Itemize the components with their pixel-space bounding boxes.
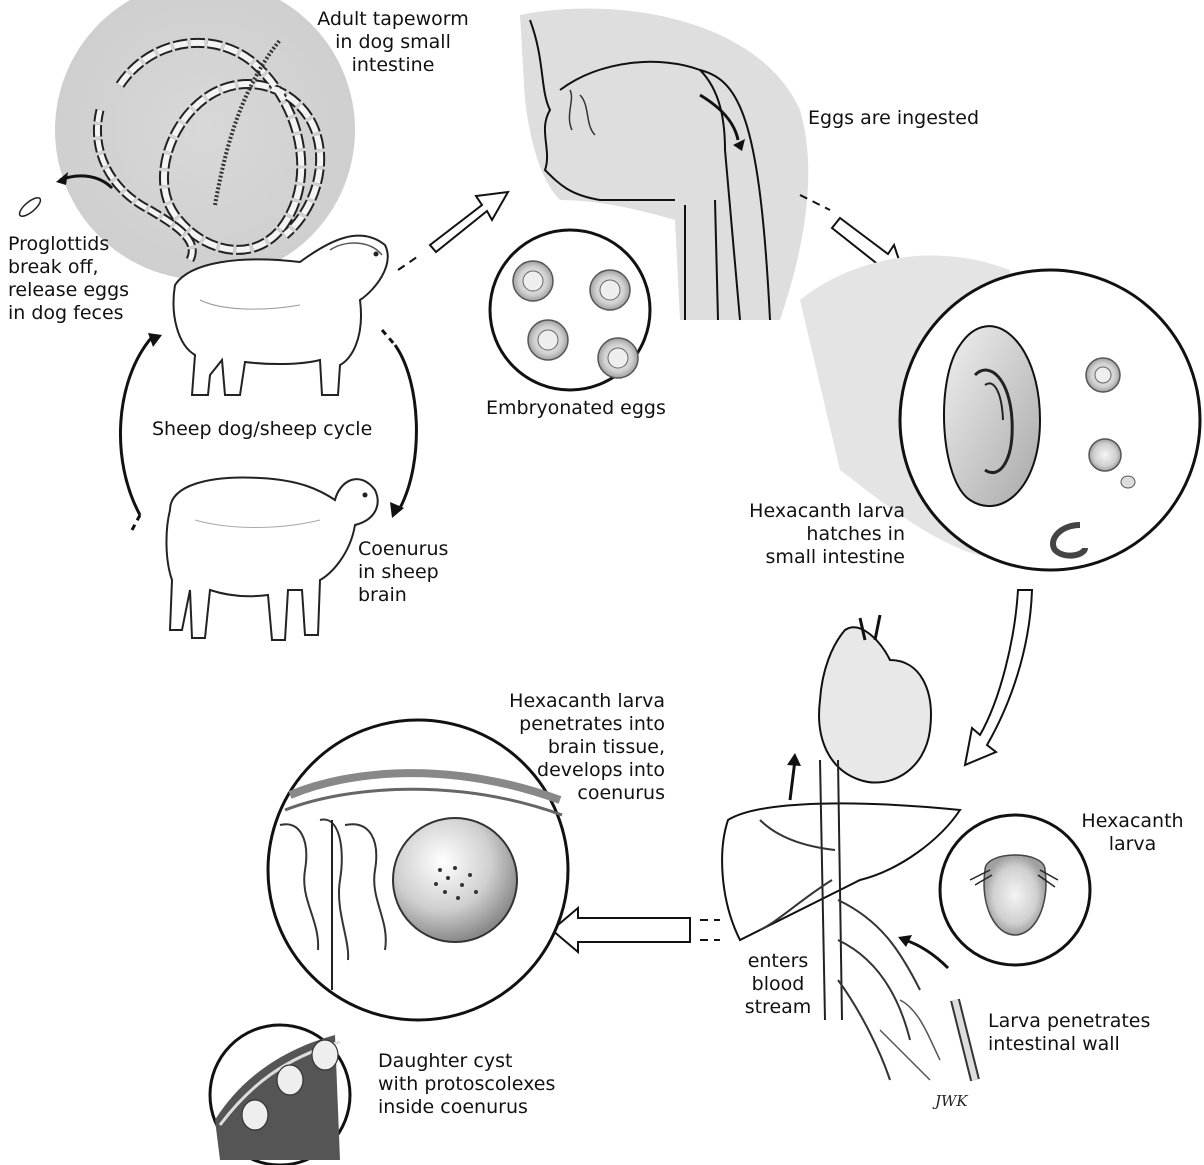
sheep-illustration <box>166 477 377 640</box>
label-hexacanth-hatches: Hexacanth larva hatches in small intesti… <box>690 500 905 569</box>
arrow-dog-to-head <box>398 192 508 270</box>
label-embryonated-eggs: Embryonated eggs <box>486 397 666 420</box>
artist-signature: JWK <box>935 1092 968 1110</box>
arrow-intestine-to-bloodstream <box>965 590 1032 765</box>
label-coenurus-sheep: Coenurus in sheep brain <box>358 538 468 607</box>
label-larva-penetrates-wall: Larva penetrates intestinal wall <box>988 1010 1188 1056</box>
label-enters-blood: enters blood stream <box>728 950 828 1019</box>
label-hexacanth-larva: Hexacanth larva <box>1070 810 1195 856</box>
embryonated-eggs-inset <box>490 230 650 390</box>
proglottid-icon <box>17 195 43 219</box>
label-daughter-cyst: Daughter cyst with protoscolexes inside … <box>378 1050 588 1119</box>
label-eggs-ingested: Eggs are ingested <box>808 107 979 130</box>
hexacanth-larva-inset <box>940 815 1090 965</box>
daughter-cyst-inset <box>210 1025 350 1165</box>
label-cycle: Sheep dog/sheep cycle <box>152 418 372 441</box>
label-hexacanth-penetrates: Hexacanth larva penetrates into brain ti… <box>460 690 665 805</box>
label-adult-tapeworm: Adult tapeworm in dog small intestine <box>303 8 483 77</box>
label-proglottids: Proglottids break off, release eggs in d… <box>8 233 158 325</box>
arrow-bloodstream-to-brain <box>552 908 720 952</box>
